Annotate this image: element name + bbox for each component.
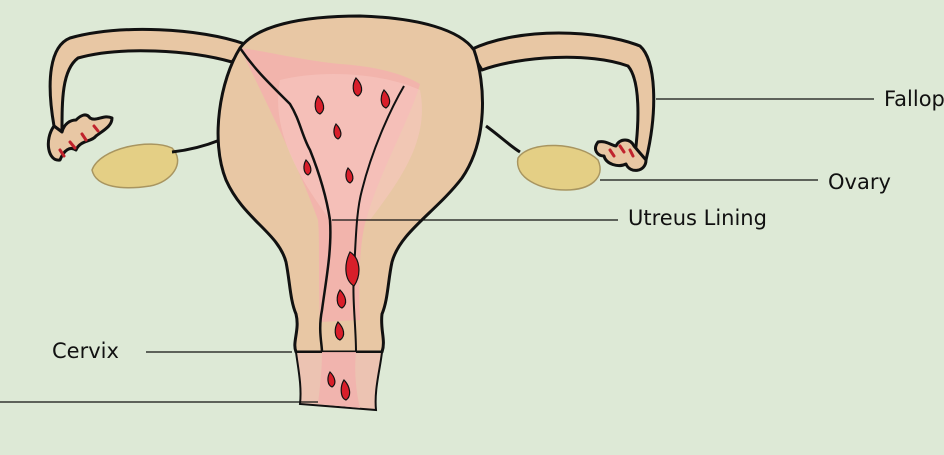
lining-right-edge: [352, 85, 405, 353]
left-fimbriae-detail: [58, 124, 100, 158]
left-ovarian-ligament: [171, 138, 221, 154]
ovary-label: Ovary: [828, 170, 891, 194]
blood-drops: [303, 77, 391, 401]
fallopian-tube-label: Fallop: [884, 87, 944, 111]
left-ovary: [91, 143, 179, 189]
lining-glow: [278, 74, 422, 220]
cervix-label: Cervix: [52, 339, 119, 363]
right-fimbriae: [594, 138, 648, 172]
uterus-lining-label: Utreus Lining: [628, 206, 767, 230]
cervix-canal: [318, 352, 360, 408]
right-fimbriae-detail: [608, 144, 635, 158]
right-ovary: [516, 144, 601, 191]
right-ovarian-ligament: [485, 124, 521, 154]
lining-left-edge: [238, 47, 332, 353]
